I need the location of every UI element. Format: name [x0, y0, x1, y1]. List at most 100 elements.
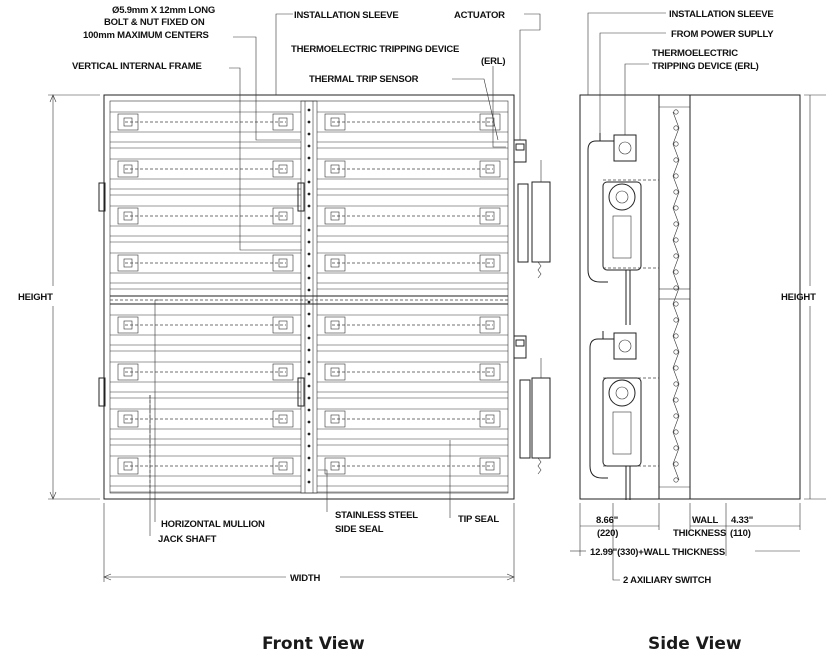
side-view-caption: Side View — [648, 634, 742, 654]
blade-bracket-hole — [330, 414, 340, 424]
blade-bracket — [479, 254, 501, 272]
blade-pivot — [673, 189, 679, 195]
frame-bolt — [307, 468, 311, 472]
blade-bracket — [479, 316, 501, 334]
frame-bolt — [307, 144, 311, 148]
blade-pivot — [673, 109, 679, 115]
frame-bolt — [307, 300, 311, 304]
frame-bolt — [307, 408, 311, 412]
blade-bracket-hole — [485, 164, 495, 174]
blade-bracket — [324, 363, 346, 381]
frame-bolt — [307, 240, 311, 244]
blade-bracket — [324, 254, 346, 272]
blade-bracket — [117, 160, 139, 178]
frame-bolt — [307, 336, 311, 340]
blade-bracket-hole — [330, 320, 340, 330]
label-thermal-trip-sensor: THERMAL TRIP SENSOR — [309, 74, 419, 85]
side-leaders — [587, 12, 666, 135]
blade-bracket — [272, 410, 294, 428]
blade-pivot — [673, 141, 679, 147]
label-horizontal-mullion: HORIZONTAL MULLION — [161, 519, 265, 530]
blade-bracket-hole — [485, 414, 495, 424]
label-jack-shaft: JACK SHAFT — [158, 534, 217, 545]
label-height-side: HEIGHT — [781, 292, 816, 303]
blade-bracket — [272, 207, 294, 225]
label-dim-right-in: 4.33" — [731, 515, 753, 526]
blade-bracket-hole — [278, 367, 288, 377]
blade-pivot — [673, 381, 679, 387]
frame-bolt — [307, 420, 311, 424]
blade-pivot — [673, 125, 679, 131]
frame-bolt — [307, 252, 311, 256]
frame-bolt — [307, 456, 311, 460]
blade-pivot — [673, 477, 679, 483]
label-bolt-line3: 100mm MAXIMUM CENTERS — [83, 30, 209, 41]
blade-bracket-hole — [485, 211, 495, 221]
blade-bracket-hole — [330, 367, 340, 377]
blade-bracket-hole — [485, 461, 495, 471]
blade-bracket — [479, 160, 501, 178]
front-outer-frame — [103, 94, 515, 500]
frame-bolt — [307, 216, 311, 220]
blade-bracket-hole — [278, 461, 288, 471]
blade-bracket-hole — [278, 258, 288, 268]
blade-bracket-hole — [278, 211, 288, 221]
label-installation-sleeve-side: INSTALLATION SLEEVE — [669, 9, 774, 20]
blade-bracket-hole — [278, 164, 288, 174]
blade-bracket — [272, 457, 294, 475]
blade-bracket — [117, 113, 139, 131]
blade-pivot — [673, 445, 679, 451]
blade-bracket-hole — [330, 117, 340, 127]
frame-bolt — [307, 108, 311, 112]
blade-bracket — [324, 410, 346, 428]
frame-bolt — [307, 288, 311, 292]
frame-bolt — [307, 264, 311, 268]
frame-bolt — [307, 180, 311, 184]
blade-bracket — [272, 316, 294, 334]
blade-pivot — [673, 253, 679, 259]
blade-bracket — [479, 410, 501, 428]
blade-pivot — [673, 397, 679, 403]
blade-bracket — [117, 254, 139, 272]
frame-bolt — [307, 444, 311, 448]
frame-bolt — [307, 228, 311, 232]
blade-pivot — [673, 157, 679, 163]
front-view-caption: Front View — [262, 634, 365, 654]
blade-bracket-hole — [123, 211, 133, 221]
blade-bracket-hole — [330, 164, 340, 174]
blade-bracket — [272, 254, 294, 272]
frame-bolt — [307, 204, 311, 208]
front-dimensions — [48, 94, 515, 582]
blade-pivot — [673, 349, 679, 355]
label-from-power-supply: FROM POWER SUPLLY — [671, 29, 774, 40]
label-wall-line1: WALL — [692, 515, 719, 526]
label-wall-line2: THICKNESS — [673, 528, 726, 539]
side-view — [579, 94, 801, 500]
side-erl-devices — [613, 134, 637, 360]
frame-bolt — [307, 132, 311, 136]
blade-bracket-hole — [485, 258, 495, 268]
front-labels: Ø5.9mm X 12mm LONG BOLT & NUT FIXED ON 1… — [18, 5, 506, 584]
side-cables — [587, 133, 614, 479]
blade-pivot — [673, 301, 679, 307]
blade-bracket — [117, 207, 139, 225]
blade-pivot — [673, 461, 679, 467]
frame-bolt — [307, 384, 311, 388]
blade-bracket — [479, 457, 501, 475]
frame-bolt — [307, 360, 311, 364]
side-dimensions — [570, 94, 826, 581]
side-blade-pivots — [673, 109, 679, 483]
frame-bolt — [307, 120, 311, 124]
label-dim-left-mm: (220) — [597, 528, 618, 539]
label-bolt-line2: BOLT & NUT FIXED ON — [104, 17, 205, 28]
blade-bracket — [117, 457, 139, 475]
blade-bracket — [272, 363, 294, 381]
blade-pivot — [673, 221, 679, 227]
frame-bolt — [307, 312, 311, 316]
blade-bracket — [324, 316, 346, 334]
label-stainless-line2: SIDE SEAL — [335, 524, 384, 535]
frame-bolt — [307, 192, 311, 196]
blade-bracket-hole — [123, 164, 133, 174]
front-view — [98, 94, 551, 500]
horizontal-mullion — [110, 295, 508, 305]
